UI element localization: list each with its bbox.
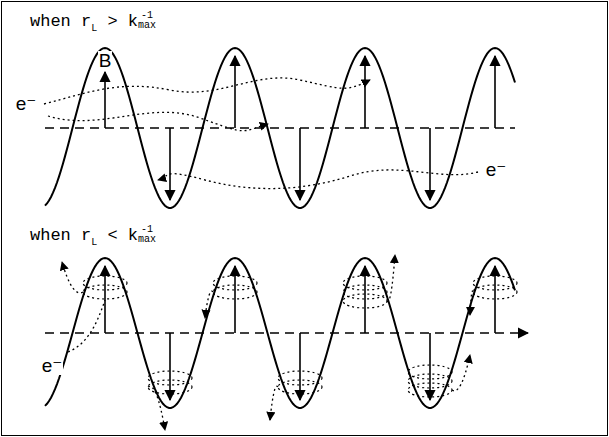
- field-vector: [429, 128, 431, 200]
- subscript: L: [91, 23, 97, 34]
- field-vector: [364, 56, 366, 128]
- title-text: when r: [30, 12, 91, 31]
- gyration-orbit: [408, 383, 452, 397]
- electron-path: [387, 255, 395, 302]
- superscript: -1: [138, 225, 156, 235]
- gyration-orbit: [278, 380, 322, 394]
- gyration-orbit: [343, 285, 387, 299]
- electron-path: [205, 291, 213, 318]
- baseline: [45, 127, 515, 129]
- title-text: when r: [30, 226, 91, 245]
- script-stack: -1max: [138, 225, 156, 245]
- electron-label: e⁻: [41, 356, 64, 375]
- gyration-orbit: [213, 276, 257, 290]
- gyration-orbit: [148, 371, 192, 385]
- electron-path: [44, 78, 370, 104]
- electron-path: [48, 112, 268, 130]
- electron-path: [470, 291, 473, 315]
- field-wave: [45, 48, 515, 208]
- gyration-orbit: [83, 276, 127, 290]
- gyration-orbit: [148, 380, 192, 394]
- gyration-orbit: [213, 285, 257, 299]
- electron-path: [62, 262, 83, 293]
- baseline: [45, 332, 528, 334]
- gyration-orbit: [408, 365, 452, 379]
- gyration-orbit: [473, 285, 517, 299]
- gyration-orbit: [278, 371, 322, 385]
- gyration-orbit: [408, 374, 452, 388]
- field-vector: [234, 56, 236, 128]
- field-vector: [429, 333, 431, 400]
- electron-label: e⁻: [15, 94, 38, 113]
- field-label: B: [98, 51, 113, 70]
- electron-path: [68, 300, 105, 352]
- gyration-orbit: [343, 276, 387, 290]
- electron-path: [452, 355, 470, 391]
- condition-title: when rL < k-1max: [30, 226, 156, 246]
- field-vector: [299, 333, 301, 400]
- field-vector: [169, 128, 171, 200]
- electron-path: [158, 170, 478, 189]
- subscript: L: [91, 237, 97, 248]
- superscript: -1: [138, 11, 156, 21]
- subscript: max: [138, 21, 156, 31]
- field-vector: [299, 128, 301, 200]
- electron-path: [270, 386, 278, 420]
- title-text: < k: [97, 226, 138, 245]
- gyration-orbit: [83, 285, 127, 299]
- electron-label: e⁻: [485, 160, 508, 179]
- field-vector: [169, 333, 171, 400]
- field-wave: [45, 258, 515, 408]
- gyration-orbit: [343, 294, 387, 308]
- subscript: max: [138, 235, 156, 245]
- gyration-orbit: [473, 276, 517, 290]
- field-vector: [494, 56, 496, 128]
- condition-title: when rL > k-1max: [30, 12, 156, 32]
- electron-path: [148, 386, 165, 430]
- script-stack: -1max: [138, 11, 156, 31]
- title-text: > k: [97, 12, 138, 31]
